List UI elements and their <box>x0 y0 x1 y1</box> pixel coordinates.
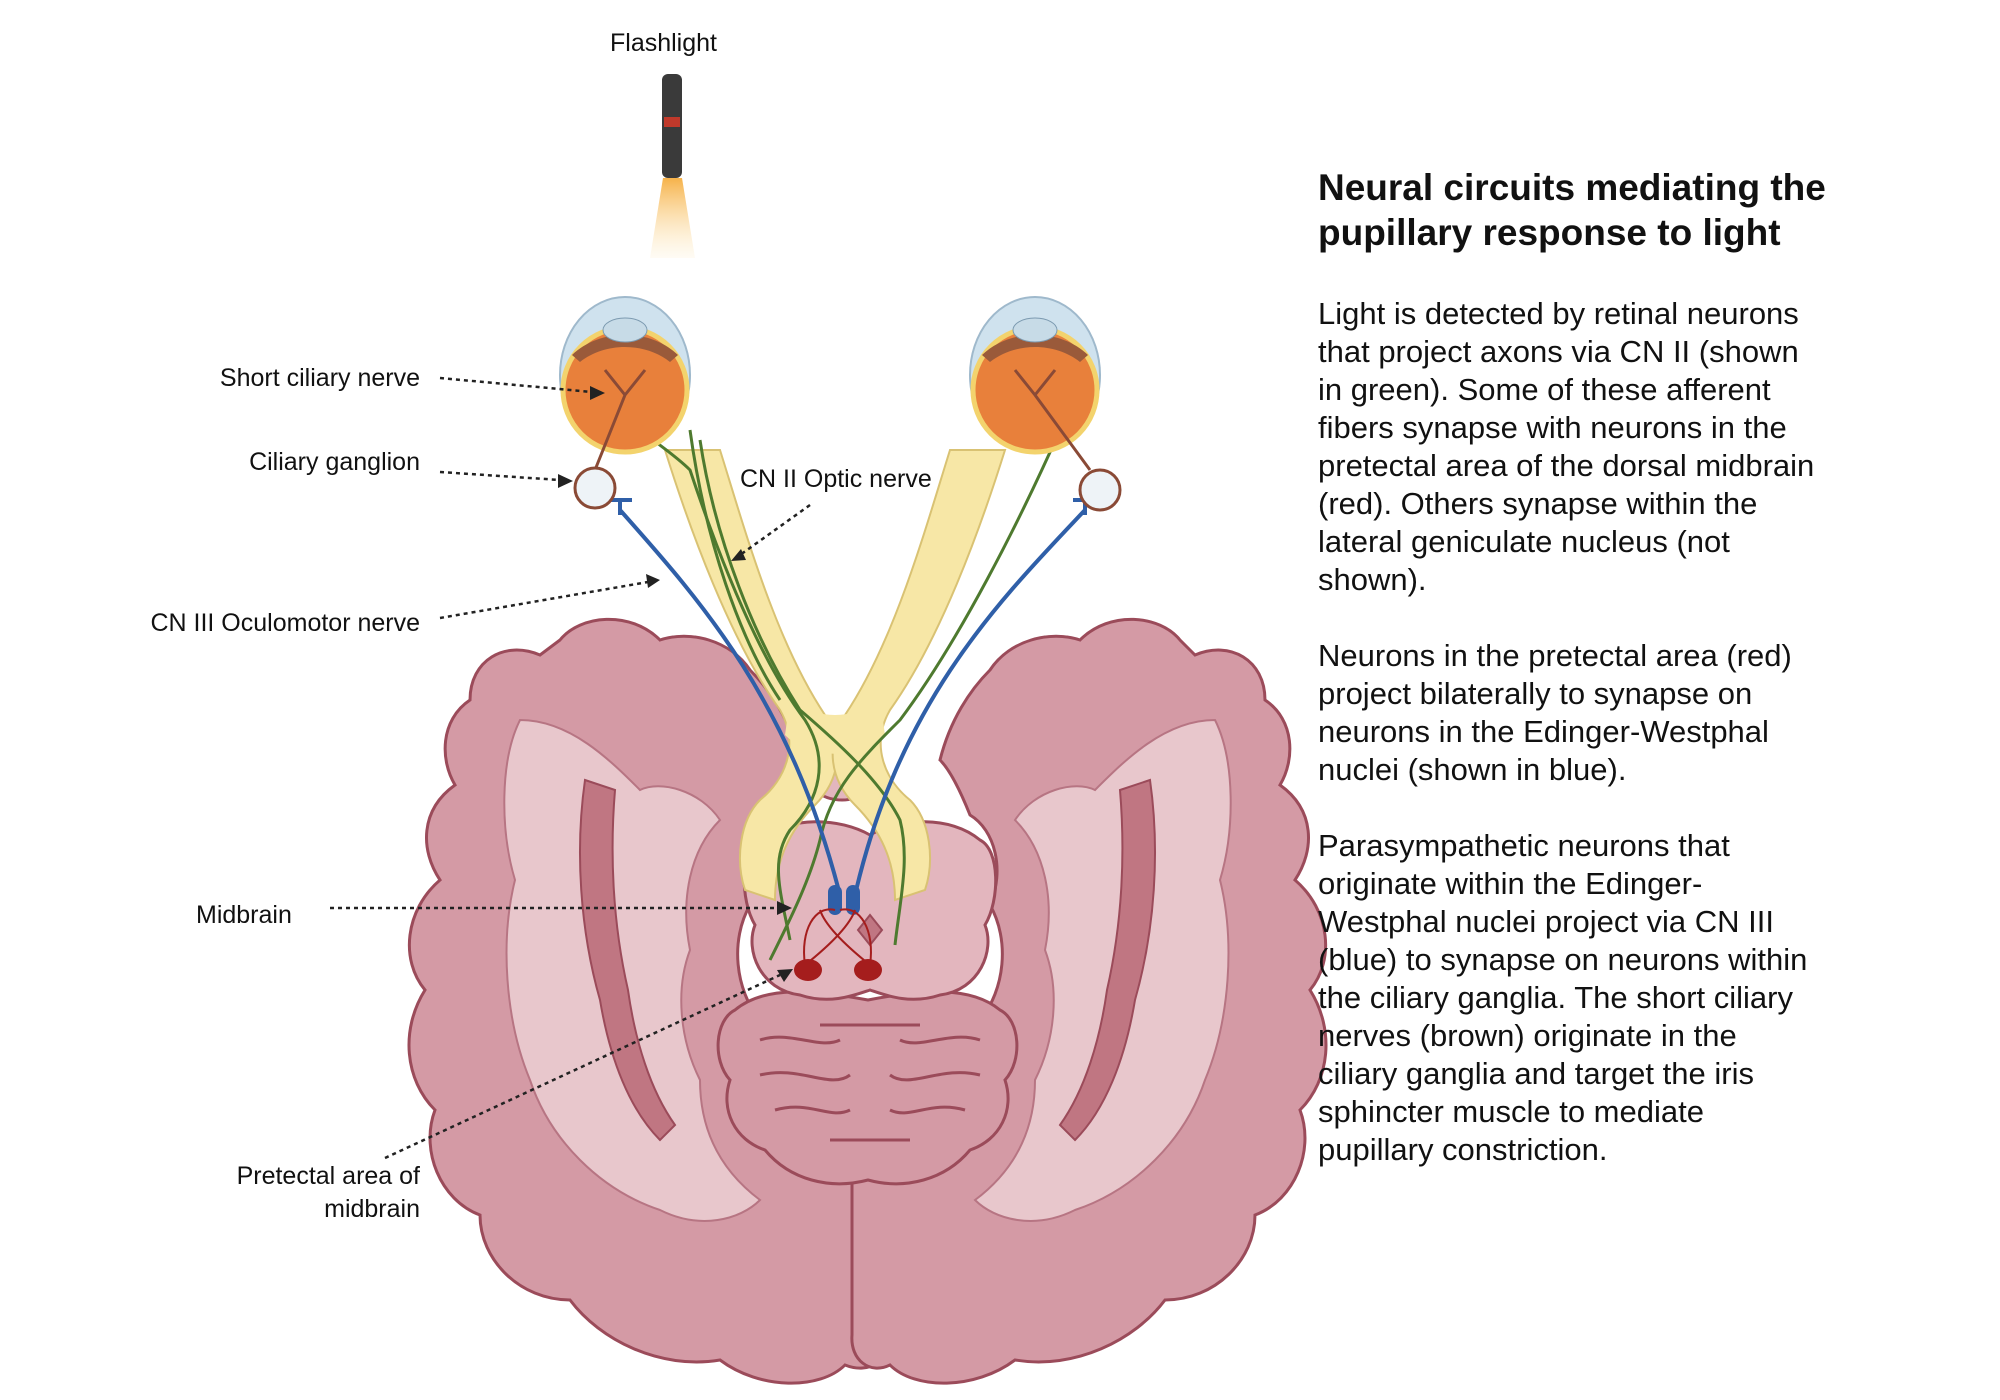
optic-chiasm <box>785 700 885 754</box>
pretectal-arrow <box>384 973 781 1160</box>
left-optic-nerve <box>663 449 839 902</box>
optic-pathway <box>663 449 1007 902</box>
flashlight-label: Flashlight <box>610 29 717 57</box>
optic-nerve-label: CN II Optic nerve <box>740 465 932 493</box>
panel-title-line1: Neural circuits mediating the <box>1318 167 1826 208</box>
left-white-matter <box>503 718 762 1222</box>
text-line: that project axons via CN II (shown <box>1318 334 1799 369</box>
text-line: (blue) to synapse on neurons within <box>1318 942 1808 977</box>
left-ciliary-ganglion <box>573 466 617 510</box>
panel-title: Neural circuits mediating the pupillary … <box>1318 165 1918 255</box>
pretectal-label-line2: midbrain <box>324 1195 420 1223</box>
text-line: in green). Some of these afferent <box>1318 372 1771 407</box>
arrowhead-midbrain <box>777 901 792 915</box>
text-line: Neurons in the pretectal area (red) <box>1318 638 1792 673</box>
pretectal-area-label: Pretectal area of midbrain <box>237 1160 420 1226</box>
arrowhead-oculomotor <box>646 574 660 588</box>
text-line: nerves (brown) originate in the <box>1318 1018 1737 1053</box>
text-line: shown). <box>1318 562 1427 597</box>
text-line: sphincter muscle to mediate <box>1318 1094 1704 1129</box>
text-line: Westphal nuclei project via CN III <box>1318 904 1775 939</box>
text-line: (red). Others synapse within the <box>1318 486 1758 521</box>
left-ventricle <box>579 778 677 1142</box>
text-line: project bilaterally to synapse on <box>1318 676 1753 711</box>
pretectal-nucleus-right <box>854 959 882 981</box>
arrowhead-short-ciliary <box>590 386 605 400</box>
oculomotor-arrow <box>439 580 649 620</box>
text-line: Parasympathetic neurons that <box>1318 828 1730 863</box>
right-white-matter <box>973 718 1232 1222</box>
text-line: nuclei (shown in blue). <box>1318 752 1627 787</box>
right-ventricle <box>1058 778 1156 1142</box>
short-ciliary-nerve-label: Short ciliary nerve <box>219 364 420 392</box>
right-eye <box>969 296 1101 471</box>
left-lens <box>602 317 648 343</box>
text-line: ciliary ganglia and target the iris <box>1318 1056 1754 1091</box>
ciliary-ganglion-arrow <box>439 470 561 482</box>
arrowhead-optic-nerve <box>731 549 746 561</box>
paragraph-parasympathetic: Parasympathetic neurons that originate w… <box>1318 827 1918 1169</box>
cerebellum-folia <box>759 1023 981 1142</box>
paragraph-pretectal: Neurons in the pretectal area (red) proj… <box>1318 637 1918 789</box>
leader-lines <box>330 376 811 1160</box>
text-line: the ciliary ganglia. The short ciliary <box>1318 980 1793 1015</box>
edinger-westphal-nucleus-right <box>846 885 860 915</box>
oculomotor-nerve-label: CN III Oculomotor nerve <box>150 609 420 637</box>
optic-nerve-arrow <box>739 503 811 557</box>
right-optic-nerve <box>831 449 1007 902</box>
right-lens <box>1012 317 1058 343</box>
paragraph-afferent: Light is detected by retinal neurons tha… <box>1318 295 1918 599</box>
description-panel: Neural circuits mediating the pupillary … <box>1318 165 1918 1207</box>
flashlight-beam <box>650 178 695 258</box>
arrowhead-pretectal <box>777 969 793 982</box>
text-line: fibers synapse with neurons in the <box>1318 410 1787 445</box>
flashlight <box>650 74 695 258</box>
arrowheads <box>558 386 793 982</box>
text-line: pretectal area of the dorsal midbrain <box>1318 448 1815 483</box>
text-line: neurons in the Edinger-Westphal <box>1318 714 1769 749</box>
text-line: pupillary constriction. <box>1318 1132 1608 1167</box>
text-line: Light is detected by retinal neurons <box>1318 296 1799 331</box>
right-ciliary-ganglion <box>1078 468 1122 512</box>
pretectal-nucleus-left <box>794 959 822 981</box>
text-line: lateral geniculate nucleus (not <box>1318 524 1730 559</box>
pretectal-label-line1: Pretectal area of <box>236 1162 420 1190</box>
left-eye <box>559 296 691 471</box>
panel-title-line2: pupillary response to light <box>1318 212 1781 253</box>
afferent-fibers <box>598 369 1062 961</box>
midbrain-label: Midbrain <box>196 901 292 929</box>
ciliary-ganglion-label: Ciliary ganglion <box>249 448 420 476</box>
text-line: originate within the Edinger- <box>1318 866 1703 901</box>
short-ciliary-arrow <box>439 376 593 394</box>
edinger-westphal-nucleus-left <box>828 885 842 915</box>
arrowhead-ciliary-ganglion <box>558 474 573 488</box>
